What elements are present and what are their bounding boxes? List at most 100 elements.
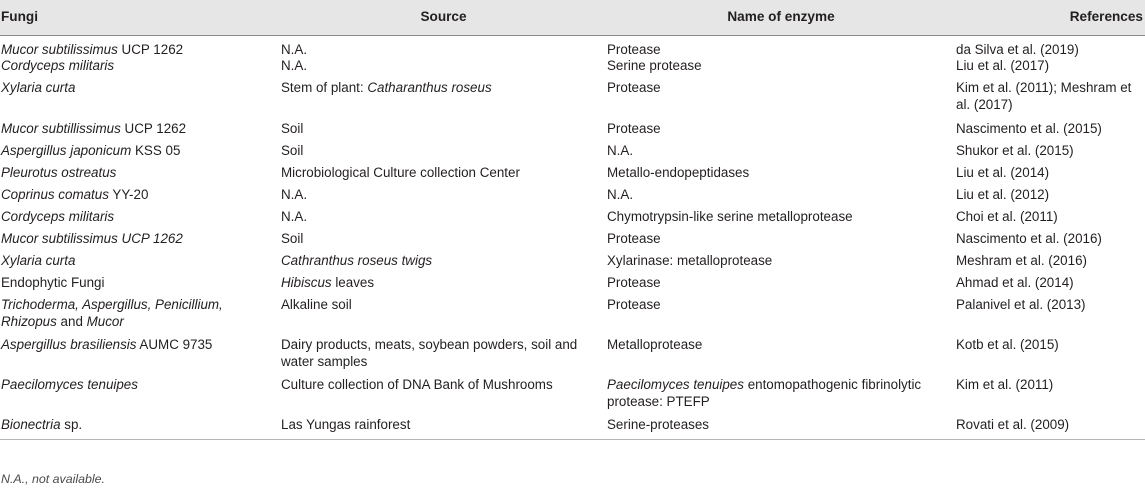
cell-source-text: Stem of plant: <box>281 80 368 96</box>
cell-source-text: N.A. <box>281 209 308 225</box>
cell-enzyme: Protease <box>606 35 955 58</box>
cell-references: Rovati et al. (2009) <box>955 417 1145 441</box>
cell-fungi-text: YY-20 <box>108 187 149 203</box>
cell-enzyme-text: Metallo-endopeptidases <box>607 165 750 181</box>
cell-fungi: Trichoderma, Aspergillus, Penicillium, R… <box>0 297 280 337</box>
cell-enzyme-text: Chymotrypsin-like serine metalloprotease <box>607 209 853 225</box>
cell-enzyme-text: Protease <box>607 275 661 291</box>
cell-fungi-text: Cordyceps militaris <box>1 209 115 225</box>
cell-enzyme-text: Serine-proteases <box>607 417 709 433</box>
cell-enzyme-text: entomopathogenic fibrinolytic protease: … <box>607 377 922 410</box>
cell-fungi: Pleurotus ostreatus <box>0 165 280 187</box>
cell-fungi: Coprinus comatus YY-20 <box>0 187 280 209</box>
header-source: Source <box>280 0 606 36</box>
cell-fungi-text: Mucor subtillissimus <box>1 121 121 137</box>
cell-source: N.A. <box>280 209 606 231</box>
cell-fungi-text: Mucor <box>86 314 124 330</box>
cell-source-text: Microbiological Culture collection Cente… <box>281 165 520 181</box>
cell-source: N.A. <box>280 35 606 58</box>
cell-references: Nascimento et al. (2015) <box>956 121 1102 137</box>
cell-source: Hibiscus leaves <box>280 275 606 297</box>
cell-fungi-text: sp. <box>60 417 83 433</box>
cell-source: Cathranthus roseus twigs <box>280 253 606 275</box>
cell-enzyme-text: Protease <box>607 80 661 96</box>
cell-source-text: Soil <box>281 121 304 137</box>
header-enzyme: Name of enzyme <box>606 0 955 36</box>
cell-source: Las Yungas rainforest <box>280 417 606 441</box>
cell-fungi: Mucor subtilissimus UCP 1262 <box>0 231 280 253</box>
cell-fungi: Endophytic Fungi <box>0 275 280 297</box>
table-footnote: N.A., not available. <box>1 472 106 486</box>
cell-source: Culture collection of DNA Bank of Mushro… <box>280 377 606 417</box>
cell-source-text: Hibiscus <box>281 275 332 291</box>
cell-enzyme-text: Protease <box>607 297 661 313</box>
cell-references: Kim et al. (2011); Meshram et al. (2017) <box>956 80 1132 113</box>
cell-enzyme: Protease <box>606 297 955 337</box>
cell-source: Soil <box>280 121 606 143</box>
cell-fungi-text: Endophytic Fungi <box>1 275 105 291</box>
cell-source: N.A. <box>280 187 606 209</box>
cell-references: Meshram et al. (2016) <box>956 253 1087 269</box>
cell-enzyme: Xylarinase: metalloprotease <box>606 253 955 275</box>
cell-source: Stem of plant: Catharanthus roseus <box>280 80 606 121</box>
cell-enzyme: Protease <box>606 80 955 121</box>
cell-fungi: Mucor subtillissimus UCP 1262 <box>0 121 280 143</box>
cell-fungi-text: Aspergillus brasiliensis <box>1 337 137 353</box>
cell-references: da Silva et al. (2019) <box>956 41 1079 57</box>
cell-references: Palanivel et al. (2013) <box>956 297 1086 313</box>
cell-fungi: Mucor subtilissimus UCP 1262 <box>0 35 280 58</box>
cell-fungi: Cordyceps militaris <box>0 58 280 80</box>
cell-enzyme-text: Serine protease <box>607 58 702 74</box>
cell-fungi: Xylaria curta <box>0 253 280 275</box>
cell-references: Liu et al. (2017) <box>956 58 1050 74</box>
table-header: Fungi Source Name of enzyme References <box>0 0 1145 36</box>
cell-source-text: Soil <box>281 231 304 247</box>
cell-references: Liu et al. (2012) <box>956 187 1050 203</box>
cell-enzyme: N.A. <box>606 143 955 165</box>
cell-source-text: Alkaline soil <box>281 297 352 313</box>
cell-fungi-text: Xylaria curta <box>1 253 76 269</box>
table-row: Trichoderma, Aspergillus, Penicillium, R… <box>0 297 1145 337</box>
cell-fungi: Xylaria curta <box>0 80 280 121</box>
cell-source-text: Soil <box>281 143 304 159</box>
cell-references: Liu et al. (2014) <box>956 165 1050 181</box>
cell-fungi-text: UCP 1262 <box>120 121 187 137</box>
cell-enzyme: Serine-proteases <box>606 417 955 441</box>
cell-references: Kim et al. (2011) <box>956 377 1054 393</box>
cell-fungi: Aspergillus brasiliensis AUMC 9735 <box>0 337 280 377</box>
cell-fungi-text: UCP 1262 <box>117 41 184 57</box>
cell-fungi-text: AUMC 9735 <box>136 337 213 353</box>
cell-enzyme-text: Protease <box>607 121 661 137</box>
cell-enzyme: Paecilomyces tenuipes entomopathogenic f… <box>606 377 955 417</box>
cell-fungi-text: Mucor subtilissimus UCP 1262 <box>1 231 183 247</box>
cell-references: Kotb et al. (2015) <box>956 337 1059 353</box>
cell-enzyme: N.A. <box>606 187 955 209</box>
cell-source: N.A. <box>280 58 606 80</box>
cell-fungi-text: Aspergillus japonicum <box>1 143 132 159</box>
table-row: Pleurotus ostreatus Microbiological Cultu… <box>0 165 1145 187</box>
cell-references: Nascimento et al. (2016) <box>956 231 1102 247</box>
cell-fungi: Aspergillus japonicum KSS 05 <box>0 143 280 165</box>
cell-fungi-text: Pleurotus ostreatus <box>1 165 117 181</box>
cell-fungi-text: Coprinus comatus <box>1 187 109 203</box>
cell-fungi-text: and <box>56 314 87 330</box>
cell-references: Choi et al. (2011) <box>956 209 1058 225</box>
cell-source-text: N.A. <box>281 58 308 74</box>
cell-references: Ahmad et al. (2014) <box>956 275 1074 291</box>
cell-source-text: Dairy products, meats, soybean powders, … <box>281 337 578 370</box>
header-references: References <box>955 0 1145 36</box>
cell-enzyme-text: Metalloprotease <box>607 337 703 353</box>
cell-enzyme-text: N.A. <box>607 187 634 203</box>
cell-source-text: leaves <box>331 275 375 291</box>
